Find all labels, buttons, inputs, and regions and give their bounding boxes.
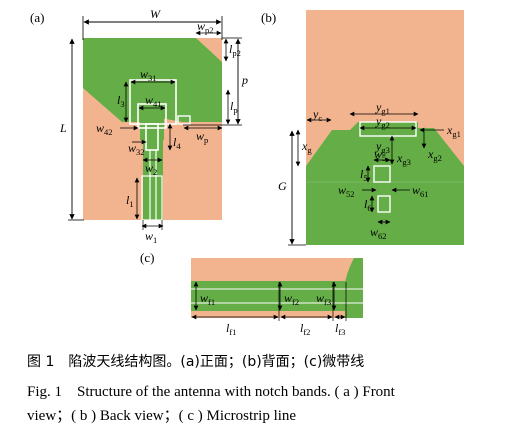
front-view [68, 16, 242, 230]
back-stub-lower [377, 195, 391, 213]
back-stub-upper [373, 165, 391, 183]
dim-label-w61: w61 [412, 183, 429, 199]
dim-label-w62: w62 [370, 225, 387, 241]
panel-label-c: (c) [140, 250, 154, 265]
dim-label-xg2: xg2 [427, 147, 442, 163]
dim-label-yg1: yg1 [375, 100, 390, 116]
panel-label-b: (b) [261, 10, 276, 25]
dim-label-L: L [59, 121, 67, 135]
dim-label-lf1: lf1 [226, 321, 236, 337]
front-slot-feed [141, 175, 163, 221]
dim-label-w31: w31 [140, 67, 157, 83]
dim-label-wp: wp [196, 129, 208, 145]
dim-label-wf2: wf2 [284, 291, 299, 307]
dim-label-l1: l1 [126, 193, 134, 209]
dim-label-lf3: lf3 [335, 321, 345, 337]
caption-english-line2: view；( b ) Back view；( c ) Microstrip li… [27, 408, 297, 424]
dim-label-lf2: lf2 [300, 321, 310, 337]
dim-label-wf3: wf3 [316, 291, 331, 307]
dim-label-wf1: wf1 [200, 291, 215, 307]
microstrip-view [191, 258, 363, 321]
dim-label-w5: w5 [374, 147, 386, 163]
back-ground-plane [306, 122, 464, 245]
dim-label-l3: l3 [117, 93, 125, 109]
dim-label-w1: w1 [145, 229, 157, 245]
dim-label-G: G [278, 179, 287, 193]
dim-label-l5: l5 [360, 167, 368, 183]
dim-label-w2: w2 [145, 161, 157, 177]
caption-chinese: 图 1 陷波天线结构图。(a)正面；(b)背面；(c)微带线 [27, 354, 365, 370]
dim-label-yc: yc [312, 107, 322, 123]
front-feedline [143, 140, 163, 220]
front-slot-stub [145, 123, 159, 151]
dim-label-W: W [150, 7, 161, 21]
dim-label-p: p [241, 73, 248, 87]
dim-label-w42: w42 [96, 121, 113, 137]
dim-label-w41: w41 [145, 93, 162, 109]
dim-label-l4: l4 [173, 135, 181, 151]
dim-label-lp2: lp2 [229, 42, 241, 58]
dim-label-yg2: yg2 [375, 114, 390, 130]
caption-english-line1: Fig. 1 Structure of the antenna with not… [27, 383, 395, 401]
antenna-structure-figure: (a) (b) (c) [30, 7, 464, 337]
dim-label-xg: xg [301, 139, 312, 155]
panel-label-a: (a) [30, 10, 44, 25]
front-right-stub [177, 115, 191, 125]
back-view [288, 10, 464, 246]
dim-label-w32: w32 [128, 141, 145, 157]
strip-line-trace [191, 289, 363, 303]
front-feed-upper [140, 118, 164, 140]
caption-fig-label: Fig. 1 [27, 384, 63, 400]
dim-label-l6: l6 [364, 197, 372, 213]
caption-english-text1: Structure of the antenna with notch band… [77, 384, 395, 400]
dim-label-yg3: yg3 [375, 139, 390, 155]
dim-label-wp2: wp2 [197, 19, 214, 35]
dim-label-xg3: xg3 [396, 151, 411, 167]
dim-label-w52: w52 [338, 183, 355, 199]
dim-label-lp: lp [230, 99, 238, 115]
dim-label-xg1: xg1 [446, 123, 461, 139]
front-slot-inner [137, 103, 167, 129]
